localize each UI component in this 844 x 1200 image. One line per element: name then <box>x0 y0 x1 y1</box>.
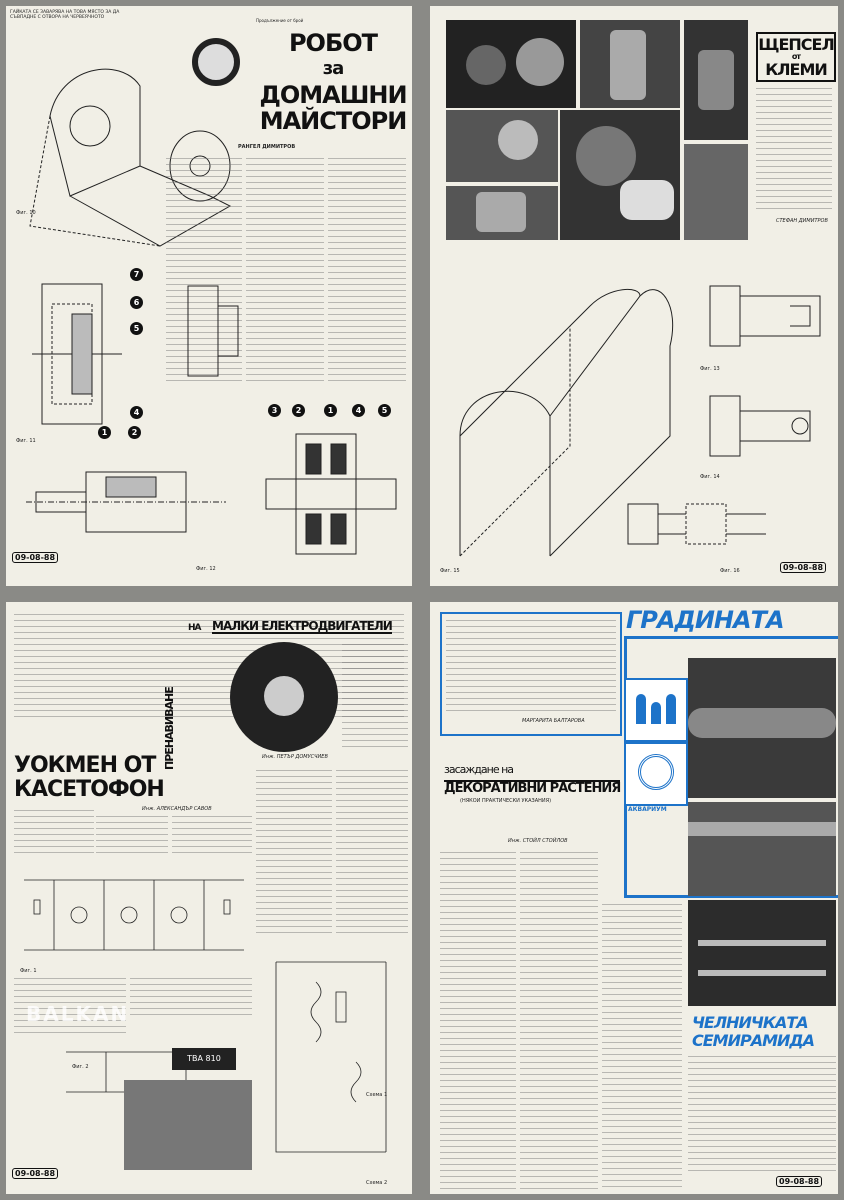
fig-13-label: Фиг. 13 <box>700 366 720 372</box>
author-walkman: Инж. АЛЕКСАНДЪР САВОВ <box>142 806 212 812</box>
watermark: BALKAN <box>26 1002 130 1026</box>
title-line-4: МАЙСТОРИ <box>259 107 408 135</box>
date-badge: 09-08-88 <box>776 1176 823 1187</box>
scheme-2-label: Схема 2 <box>366 1180 388 1186</box>
fish-title-2: СЕМИРАМИДА <box>692 1031 815 1050</box>
author-motors: Инж. ПЕТЪР ДОМУСЧИЕВ <box>262 754 328 760</box>
title-line-2: за <box>322 58 345 79</box>
fig-15-label: Фиг. 15 <box>440 568 460 574</box>
garden-text-3 <box>602 902 682 1190</box>
walkman-text-5 <box>130 976 252 1016</box>
text-column-2 <box>246 156 324 386</box>
title-line-1: ЩЕПСЕЛ <box>758 35 835 54</box>
bracket-drawing <box>29 68 232 247</box>
fish-text <box>688 1054 836 1174</box>
photo-machine-2 <box>580 20 680 108</box>
fig-10-label: Фиг. 10 <box>16 210 36 216</box>
title-line-3: ДОМАШНИ <box>259 81 407 109</box>
motor-photo <box>230 642 338 752</box>
walkman-title-2: КАСЕТОФОН <box>14 777 165 802</box>
motors-text-1 <box>342 642 408 752</box>
fish-title: ЧЕЛНИЧКАТА СЕМИРАМИДА <box>692 1013 815 1050</box>
walkman-title-1: УОКМЕН ОТ <box>14 753 156 778</box>
pin-drawing <box>709 395 811 457</box>
bearing-assembly-drawing <box>265 433 397 555</box>
fig-1-label: Фиг. 1 <box>20 968 37 974</box>
photo-branches <box>688 802 836 896</box>
motors-text-2 <box>256 768 332 938</box>
aquarium-badge: АКВАРИУМ <box>628 806 667 813</box>
walkman-title: УОКМЕН ОТ КАСЕТОФОН <box>14 753 165 802</box>
photo-tree-trunk <box>688 658 836 798</box>
walkman-text-4 <box>14 976 126 1036</box>
page-motors-walkman: ПРЕНАВИВАНЕ НА МАЛКИ ЕЛЕКТРОДВИГАТЕЛИ Ин… <box>6 602 412 1194</box>
page-plug: ЩЕПСЕЛ от КЛЕМИ СТЕФАН ДИМИТРОВ Фиг. 15 … <box>430 6 838 586</box>
walkman-text-1 <box>14 808 94 858</box>
title-line-1: РОБОТ <box>288 29 378 57</box>
article-title: ЩЕПСЕЛ от КЛЕМИ <box>756 32 836 82</box>
fig-11-label: Фиг. 11 <box>16 438 36 444</box>
fish-title-1: ЧЕЛНИЧКАТА <box>692 1013 809 1032</box>
text-column <box>756 86 832 214</box>
part-drawing-right <box>187 285 239 377</box>
photo-grinder <box>560 110 680 240</box>
photo-machine-1 <box>446 20 576 108</box>
walkman-text-2 <box>96 814 168 858</box>
fig-14-label: Фиг. 14 <box>700 474 720 480</box>
article-title: РОБОТ за ДОМАШНИ МАЙСТОРИ <box>258 30 408 134</box>
intro-text <box>14 612 404 722</box>
page-garden: МАРГАРИТА БАЛТАРОВА ГРАДИНАТА АКВАРИУМ з… <box>430 602 838 1194</box>
title-main: МАЛКИ ЕЛЕКТРОДВИГАТЕЛИ <box>212 619 393 634</box>
fig-16-label: Фиг. 16 <box>720 568 740 574</box>
title-line-2: от <box>791 52 801 61</box>
garden-text-1 <box>440 850 516 1190</box>
date-badge: 09-08-88 <box>12 552 59 563</box>
circuit-diagram-3 <box>275 961 387 1153</box>
circuit-diagram-1 <box>24 879 244 951</box>
photo-machine-3 <box>684 20 748 140</box>
subtitle-b: ДЕКОРАТИВНИ РАСТЕНИЯ <box>444 780 621 796</box>
family-icon <box>624 678 688 742</box>
cover-drawing <box>459 288 674 557</box>
date-badge: 09-08-88 <box>780 562 827 573</box>
garden-author: Инж. СТОЙЛ СТОЙЛОВ <box>508 838 568 844</box>
title-na: НА <box>188 623 201 633</box>
scheme-1-label: Схема 1 <box>366 1092 388 1098</box>
intro-author: МАРГАРИТА БАЛТАРОВА <box>522 718 585 724</box>
title-line-3: КЛЕМИ <box>765 60 828 79</box>
motors-text-3 <box>336 768 408 938</box>
section-title: ГРАДИНАТА <box>626 606 785 634</box>
photo-machine-5 <box>446 186 558 240</box>
gear-emblem <box>192 38 240 86</box>
text-column-3 <box>328 156 406 386</box>
photo-machine-6 <box>684 144 748 240</box>
corner-note: ГАЙКАТА СЕ ЗАВАРЯВА НА ТОВА МЯСТО ЗА ДА … <box>10 10 120 20</box>
aquarium-icon <box>624 742 688 806</box>
photo-machine-4 <box>446 110 558 182</box>
pcb-photo <box>124 1080 252 1170</box>
fig-12-label: Фиг. 12 <box>196 566 216 572</box>
article-author: СТЕФАН ДИМИТРОВ <box>776 218 828 224</box>
plug-part-drawing <box>709 285 821 347</box>
amplifier-chip: TBA 810 <box>172 1048 236 1070</box>
garden-text-2 <box>520 850 598 1190</box>
shaft-horizontal-drawing <box>26 471 226 533</box>
text-column-1 <box>166 156 242 386</box>
walkman-text-3 <box>172 814 252 858</box>
photo-shelves <box>688 900 836 1006</box>
subtitle-c: (НЯКОИ ПРАКТИЧЕСКИ УКАЗАНИЯ) <box>460 798 552 804</box>
wiring-diagram <box>627 503 766 545</box>
subtitle-a: засаждане на <box>444 763 514 776</box>
page-robot: ГАЙКАТА СЕ ЗАВАРЯВА НА ТОВА МЯСТО ЗА ДА … <box>6 6 412 586</box>
intro-box: МАРГАРИТА БАЛТАРОВА <box>440 612 622 736</box>
article-author: РАНГЕЛ ДИМИТРОВ <box>238 144 296 150</box>
shaft-drawing <box>32 283 122 425</box>
date-badge: 09-08-88 <box>12 1168 59 1179</box>
header-note: Продължение от брой <box>256 18 304 23</box>
fig-2-label: Фиг. 2 <box>72 1064 89 1070</box>
